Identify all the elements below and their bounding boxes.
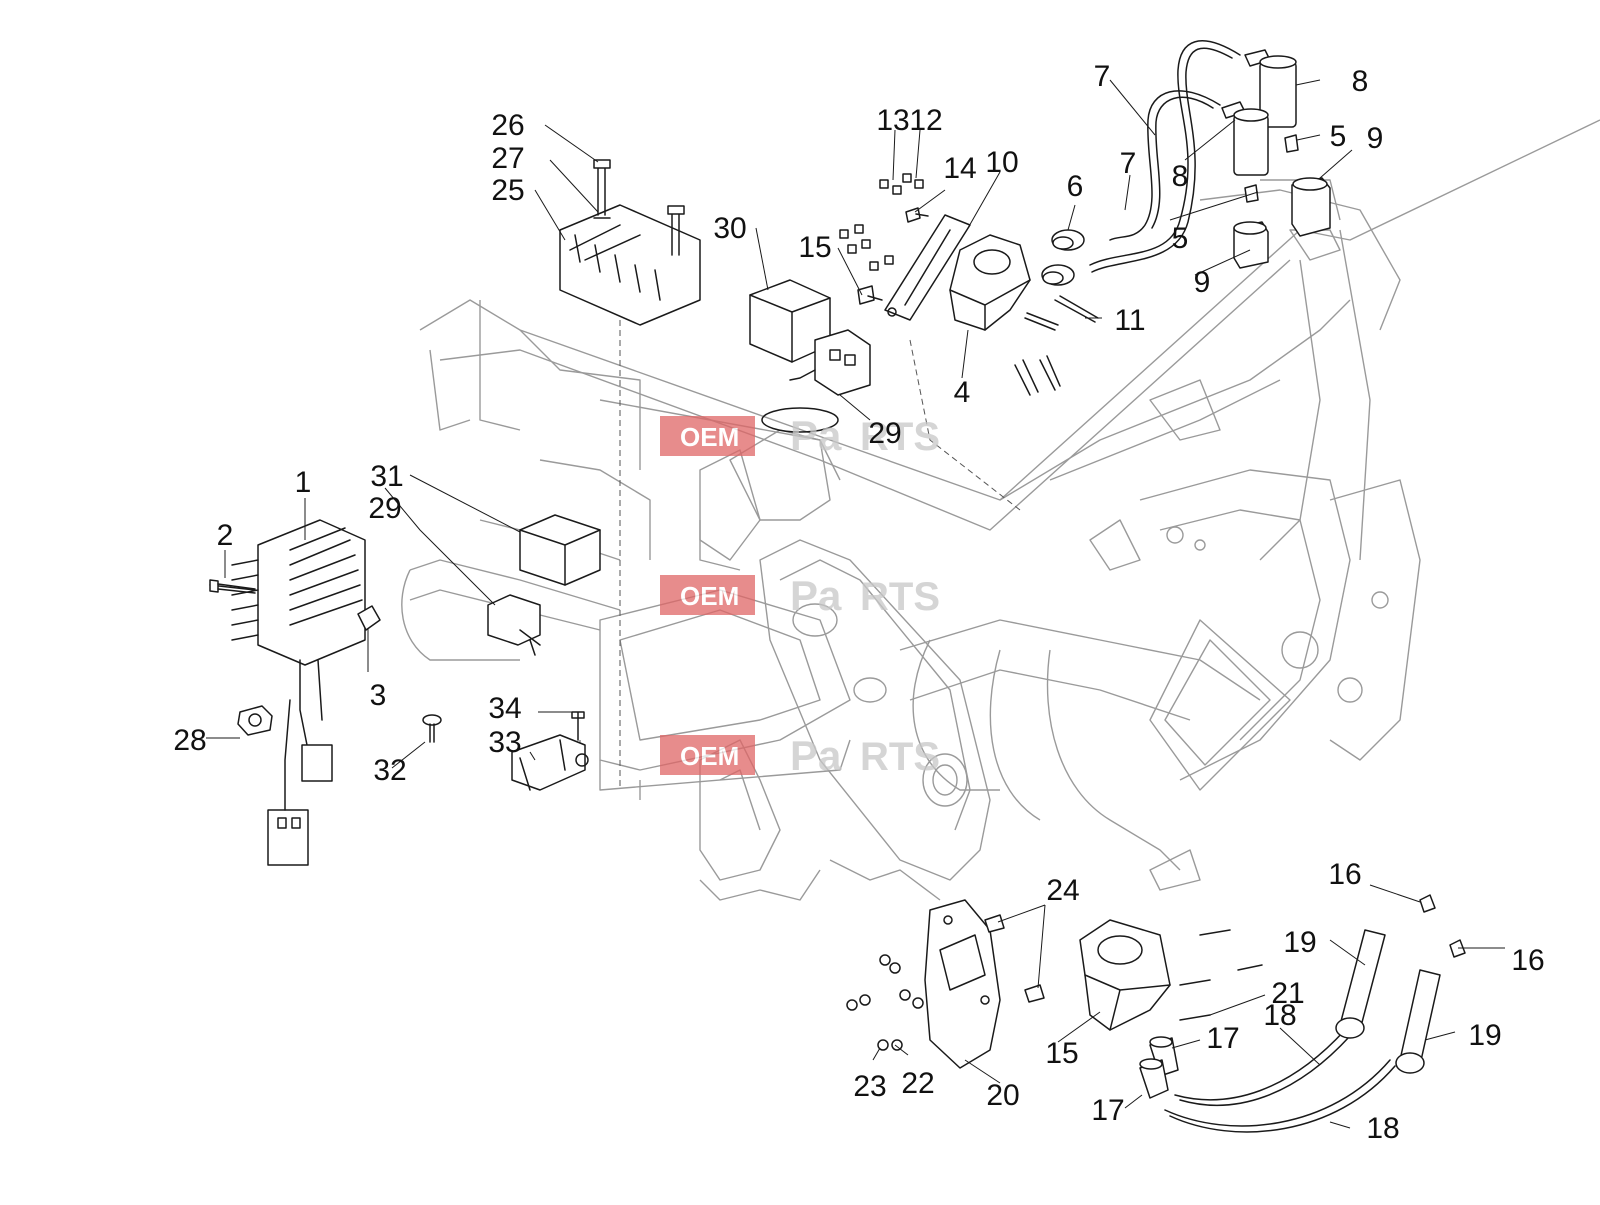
callout-34: 34 bbox=[488, 692, 521, 725]
callout-16a: 16 bbox=[1328, 858, 1361, 891]
callout-18a: 18 bbox=[1263, 999, 1296, 1032]
callout-20: 20 bbox=[986, 1079, 1019, 1112]
screws-21 bbox=[1179, 929, 1263, 1021]
callout-29b: 29 bbox=[868, 417, 901, 450]
sensor-33 bbox=[511, 734, 589, 791]
callout-24: 24 bbox=[1046, 874, 1079, 907]
nuts-22-23 bbox=[846, 954, 924, 1051]
callout-22: 22 bbox=[901, 1067, 934, 1100]
callout-3: 3 bbox=[370, 679, 387, 712]
clips-16 bbox=[1419, 894, 1466, 958]
callout-8a: 8 bbox=[1352, 65, 1369, 98]
callout-16b: 16 bbox=[1511, 944, 1544, 977]
caps-9 bbox=[1233, 177, 1331, 269]
ht-leads-18 bbox=[1164, 1029, 1396, 1133]
callout-10: 10 bbox=[985, 146, 1018, 179]
callout-11: 11 bbox=[1114, 304, 1145, 337]
bolts-24 bbox=[984, 914, 1045, 1003]
callout-leaders bbox=[206, 79, 1505, 1129]
ignition-coil-4 bbox=[949, 234, 1031, 331]
voltage-regulator bbox=[231, 519, 366, 866]
callout-4: 4 bbox=[954, 376, 971, 409]
callout-5a: 5 bbox=[1330, 120, 1347, 153]
grommet-ring bbox=[761, 407, 839, 433]
motorcycle-frame bbox=[401, 119, 1600, 901]
nuts-12-13 bbox=[839, 173, 924, 271]
connector-29-upper bbox=[789, 329, 871, 396]
callout-23: 23 bbox=[853, 1070, 886, 1103]
regulator-bolt bbox=[209, 579, 256, 594]
callout-14: 14 bbox=[943, 152, 976, 185]
grommets-6 bbox=[1041, 229, 1085, 286]
callout-32: 32 bbox=[373, 754, 406, 787]
watermark-text: RTS bbox=[860, 575, 940, 619]
callout-28: 28 bbox=[173, 724, 206, 757]
callout-12: 12 bbox=[909, 104, 942, 137]
coil-bracket-20 bbox=[924, 899, 1001, 1069]
relay-box-31 bbox=[519, 514, 601, 586]
watermarks: OEM Pa RTS OEM Pa RTS OEM Pa RTS bbox=[660, 412, 940, 779]
callout-1: 1 bbox=[295, 466, 312, 499]
callout-5b: 5 bbox=[1172, 222, 1189, 255]
spark-plug-caps-8 bbox=[1221, 49, 1297, 176]
clip-nut bbox=[357, 605, 381, 631]
callout-27: 27 bbox=[491, 142, 524, 175]
callout-19b: 19 bbox=[1468, 1019, 1501, 1052]
watermark-text: OEM bbox=[680, 422, 739, 452]
parts bbox=[209, 40, 1466, 1133]
callout-30: 30 bbox=[713, 212, 746, 245]
callout-33: 33 bbox=[488, 726, 521, 759]
bracket-10 bbox=[884, 214, 971, 321]
callout-13: 13 bbox=[876, 104, 909, 137]
bolt-34 bbox=[571, 711, 585, 741]
watermark-middle: OEM Pa RTS bbox=[660, 572, 940, 619]
callout-18b: 18 bbox=[1366, 1112, 1399, 1145]
cable-clamp bbox=[237, 705, 273, 736]
ht-leads-7 bbox=[1089, 40, 1241, 273]
spark-plug-caps-19 bbox=[1335, 929, 1441, 1074]
bolt-14 bbox=[905, 207, 929, 223]
callout-19a: 19 bbox=[1283, 926, 1316, 959]
watermark-text: OEM bbox=[680, 741, 739, 771]
callout-26: 26 bbox=[491, 109, 524, 142]
callout-15a: 15 bbox=[798, 231, 831, 264]
screw-32 bbox=[422, 714, 442, 743]
callout-9a: 9 bbox=[1367, 122, 1384, 155]
callout-8b: 8 bbox=[1172, 160, 1189, 193]
callout-6: 6 bbox=[1067, 170, 1084, 203]
watermark-text: RTS bbox=[860, 415, 940, 459]
callout-15b: 15 bbox=[1045, 1037, 1078, 1070]
screws-11 bbox=[1014, 295, 1099, 396]
callout-7b: 7 bbox=[1120, 147, 1137, 180]
watermark-top: OEM Pa RTS bbox=[660, 412, 940, 459]
callout-numbers: 1 2 3 4 5 5 6 7 7 8 8 9 9 10 11 12 13 14… bbox=[173, 60, 1544, 1145]
callout-29a: 29 bbox=[368, 492, 401, 525]
connector-29-lower bbox=[487, 594, 541, 656]
caps-17 bbox=[1139, 1036, 1179, 1099]
watermark-text: Pa bbox=[790, 572, 842, 619]
callout-17b: 17 bbox=[1091, 1094, 1124, 1127]
bolt-15-upper bbox=[857, 285, 883, 305]
watermark-bottom: OEM Pa RTS bbox=[660, 732, 940, 779]
callout-21: 21 bbox=[1271, 977, 1304, 1010]
clips-5 bbox=[1244, 134, 1299, 203]
watermark-text: Pa bbox=[790, 732, 842, 779]
callout-2: 2 bbox=[217, 519, 234, 552]
callout-25: 25 bbox=[491, 174, 524, 207]
callout-9b: 9 bbox=[1194, 266, 1211, 299]
watermark-text: RTS bbox=[860, 735, 940, 779]
relay-30 bbox=[749, 279, 831, 363]
callout-31: 31 bbox=[370, 460, 403, 493]
dashed-leader-lines bbox=[299, 320, 1021, 790]
watermark-text: Pa bbox=[790, 412, 842, 459]
ignition-coil-15 bbox=[1079, 919, 1171, 1031]
callout-7a: 7 bbox=[1094, 60, 1111, 93]
watermark-text: OEM bbox=[680, 581, 739, 611]
callout-17a: 17 bbox=[1206, 1022, 1239, 1055]
fuse-box bbox=[559, 204, 701, 326]
